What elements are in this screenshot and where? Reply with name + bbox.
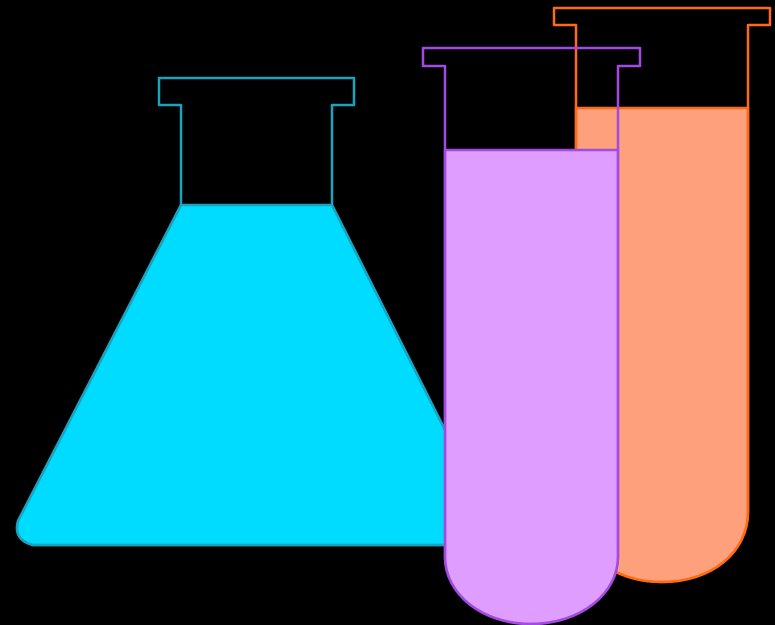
flask-liquid: [15, 203, 449, 547]
test-tube-purple-liquid: [443, 148, 620, 625]
test-tube-purple-outline: [421, 46, 642, 625]
test-tube-purple-icon: [421, 46, 642, 625]
flask-outline: [15, 76, 449, 547]
erlenmeyer-flask-icon: [15, 76, 449, 547]
